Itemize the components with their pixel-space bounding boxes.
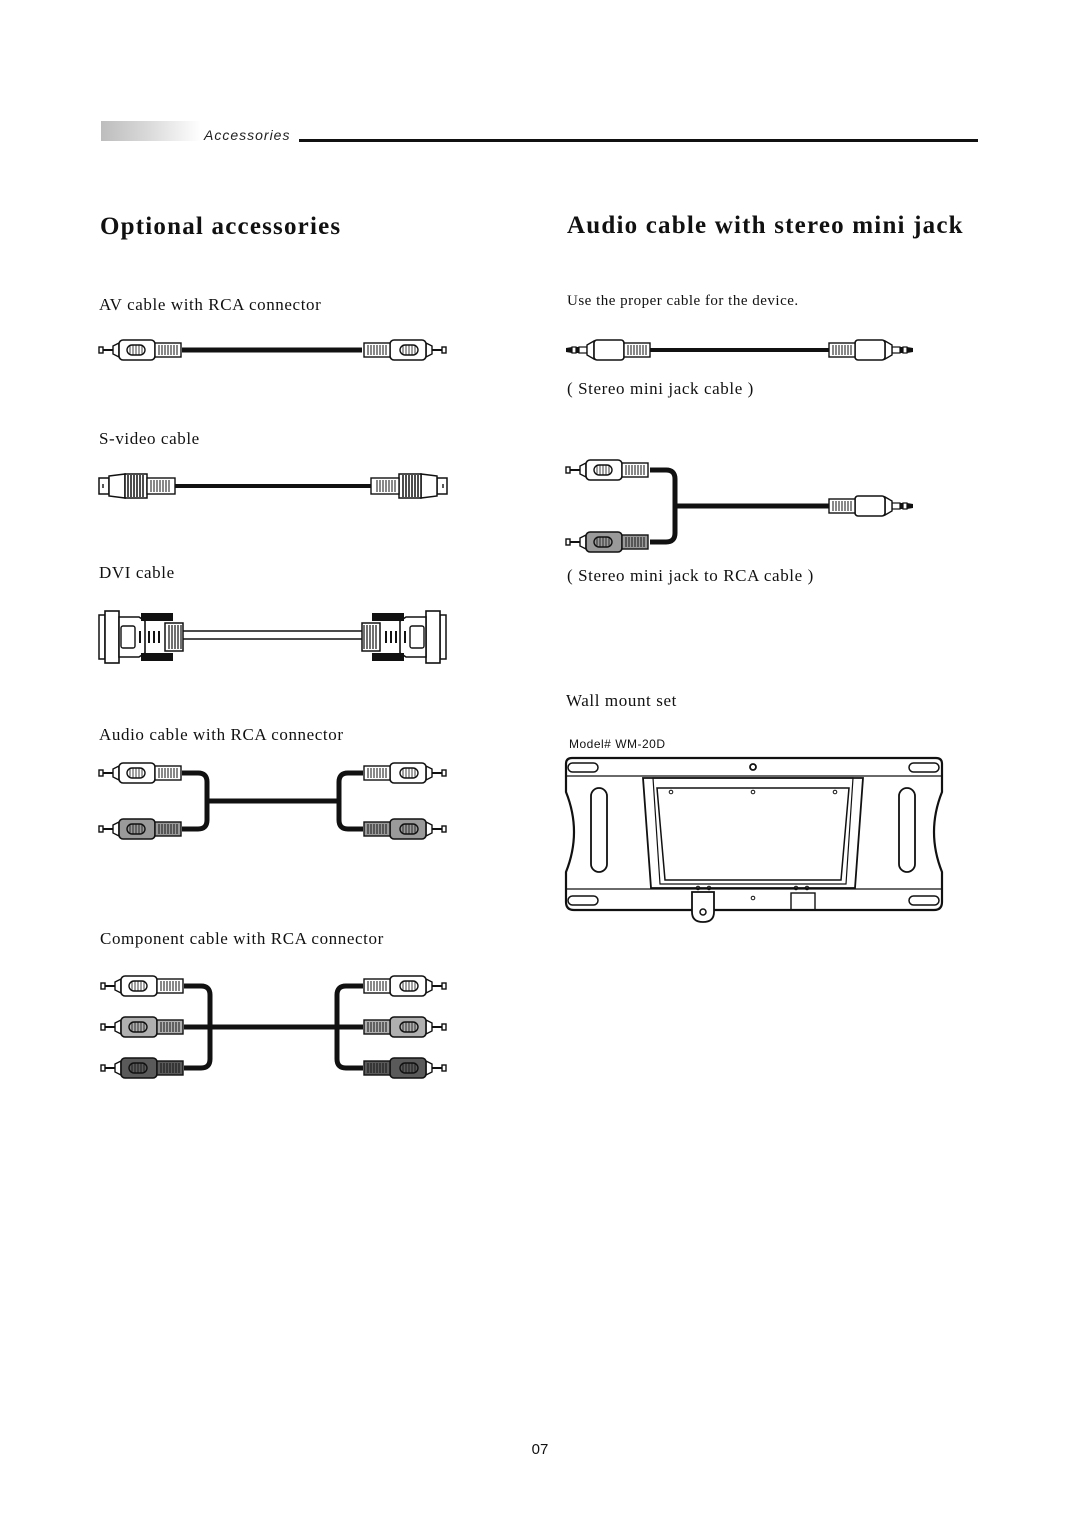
wall-mount-model: Model# WM-20D [569,737,666,751]
section-header-label: Accessories [204,127,291,143]
section-header-rule [299,139,978,142]
right-title: Audio cable with stereo mini jack [567,212,964,239]
dvi-cable-label: DVI cable [99,563,175,582]
page-number: 07 [531,1441,549,1458]
wall-mount-label: Wall mount set [566,691,677,710]
mini-to-rca-caption: ( Stereo mini jack to RCA cable ) [567,566,814,585]
left-title: Optional accessories [100,213,342,240]
av-cable-label: AV cable with RCA connector [99,295,322,314]
svideo-cable-label: S-video cable [99,429,200,448]
section-header-gradient [101,121,201,141]
audio-rca-cable-label: Audio cable with RCA connector [99,725,344,744]
component-cable-label: Component cable with RCA connector [100,929,384,948]
mini-jack-caption: ( Stereo mini jack cable ) [567,379,754,398]
proper-cable-note: Use the proper cable for the device. [567,293,799,309]
